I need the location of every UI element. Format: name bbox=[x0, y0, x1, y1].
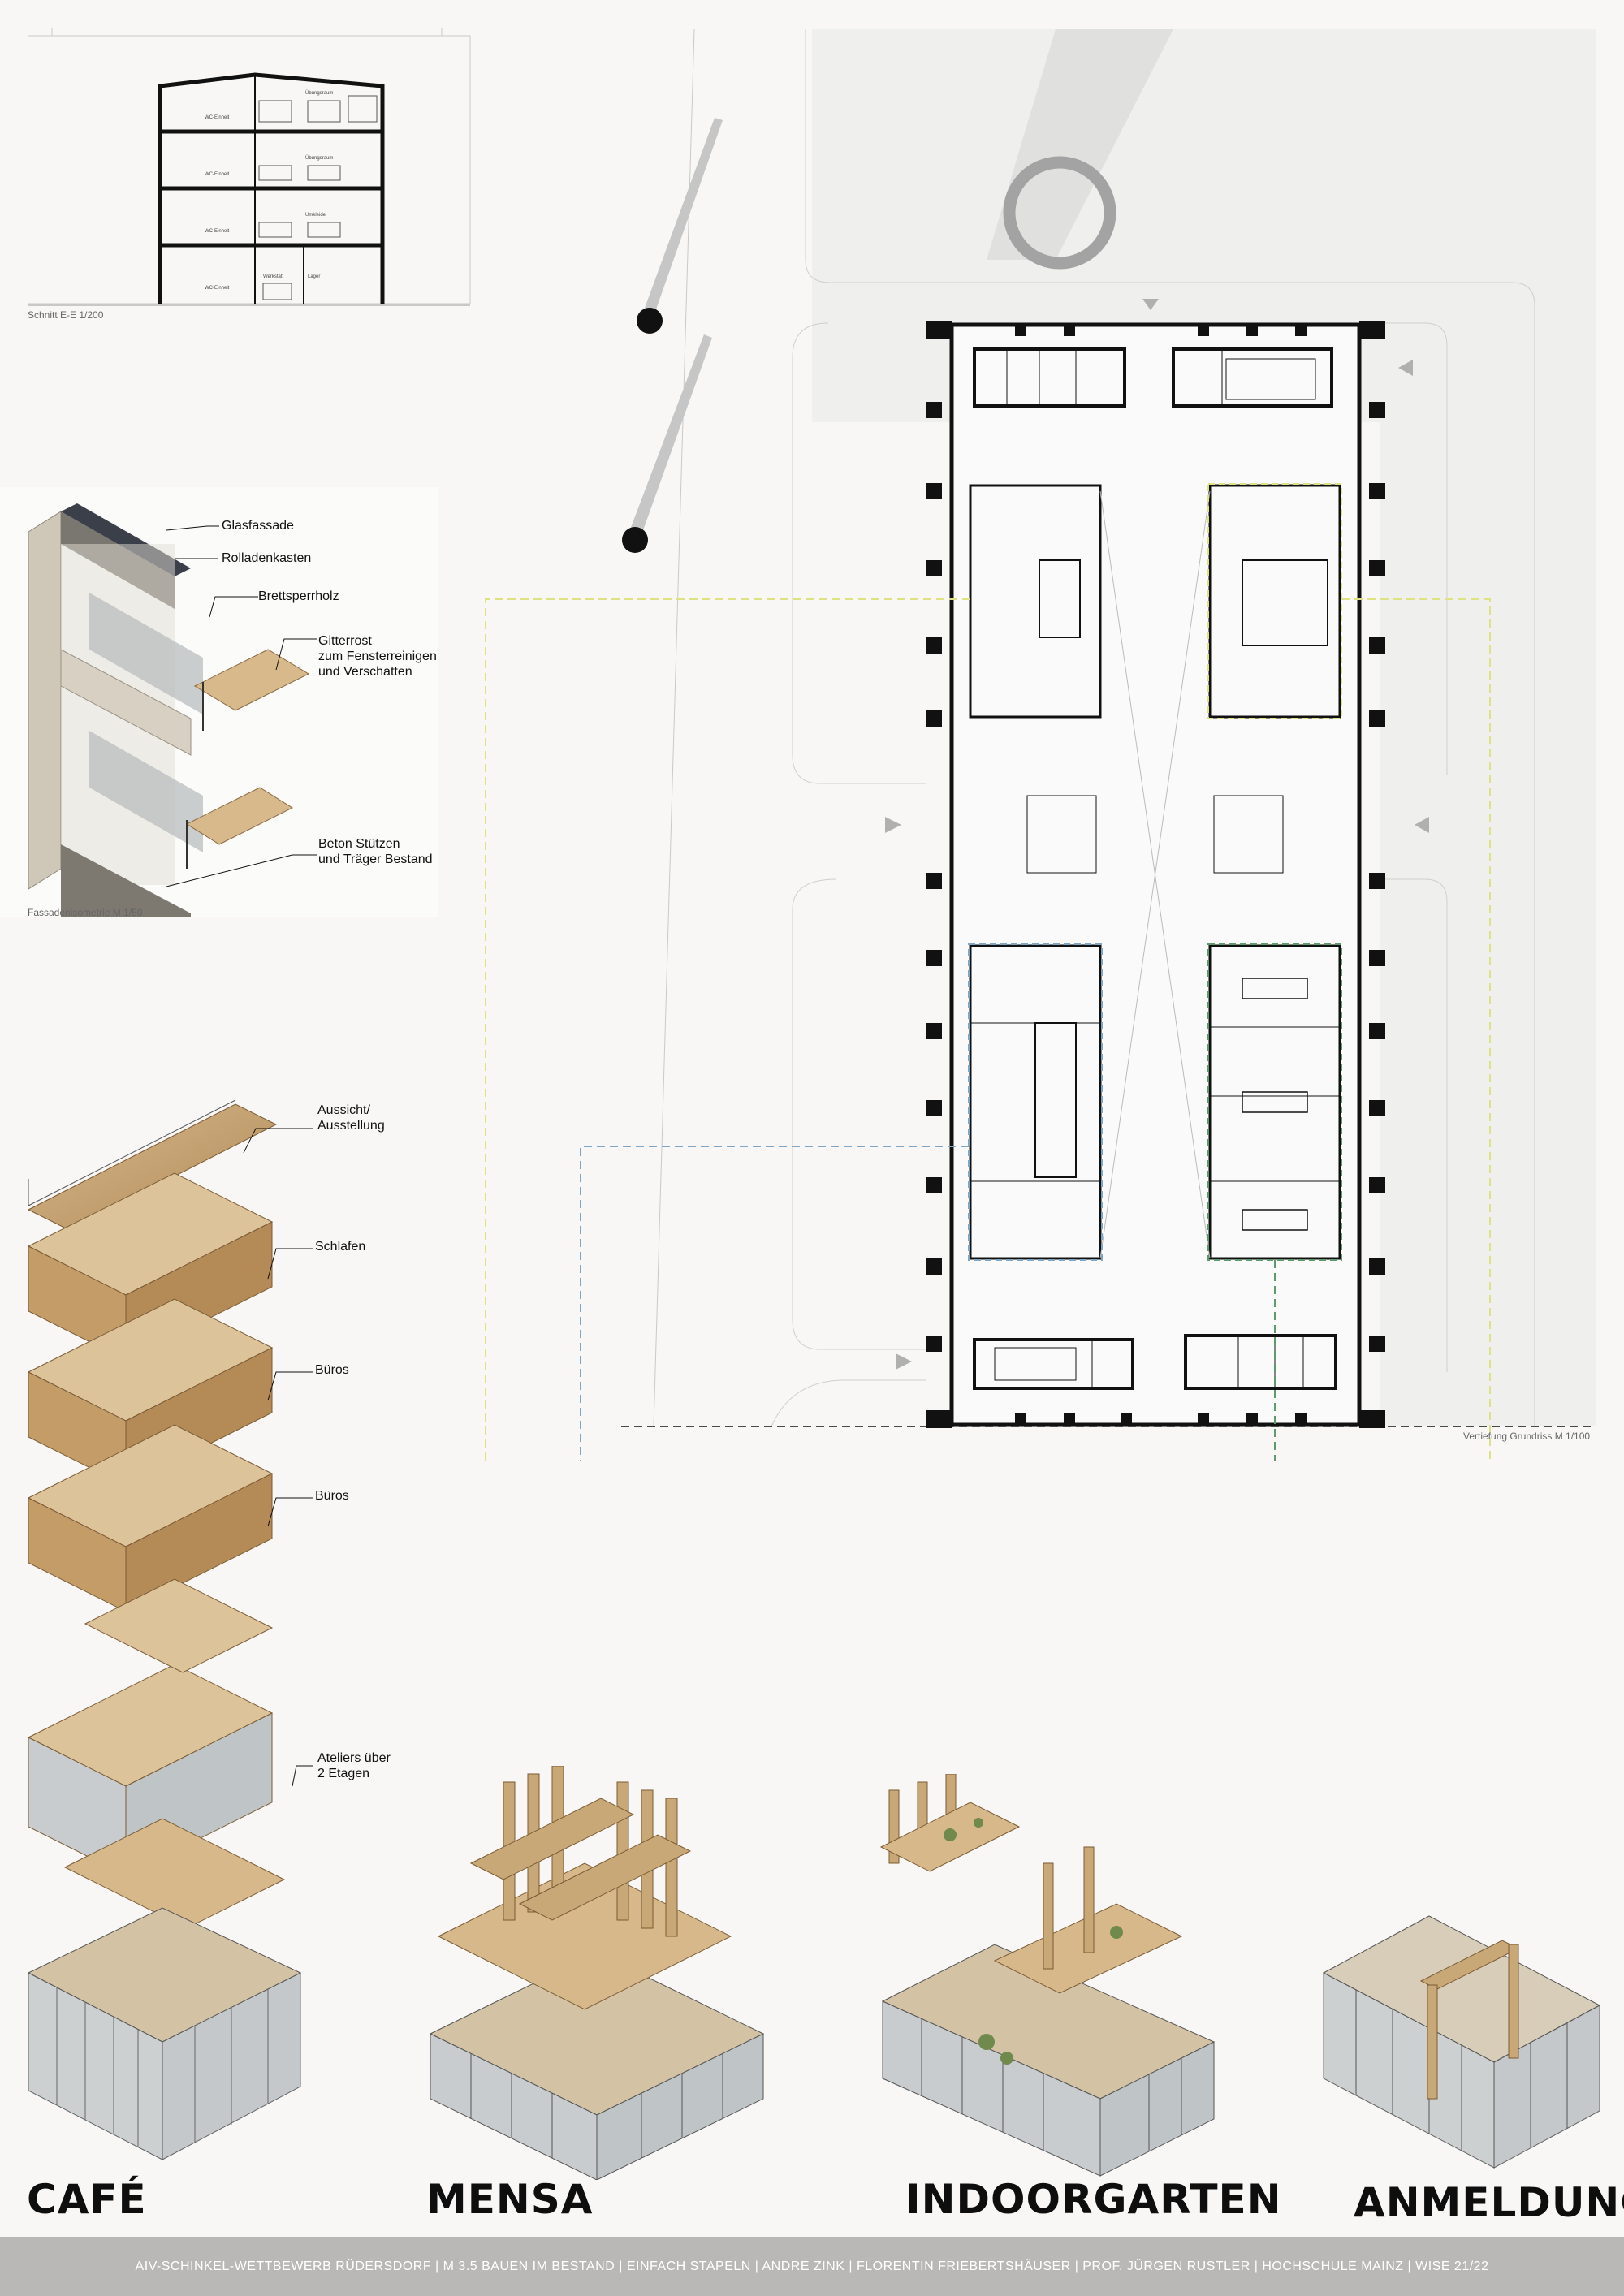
footer-credits: AIV-SCHINKEL-WETTBEWERB RÜDERSDORF | M 3… bbox=[135, 2259, 1489, 2273]
facade-label-concrete: Beton Stützen und Träger Bestand bbox=[318, 837, 433, 866]
module-title-indoorgarten: INDOORGARTEN bbox=[905, 2176, 1282, 2223]
section-room-label: Werkstatt bbox=[263, 274, 284, 279]
section-room-label: WC-Einheit bbox=[205, 172, 230, 177]
anmeldung-axonometric bbox=[1315, 1892, 1608, 2176]
stack-label-view: Aussicht/ Ausstellung bbox=[317, 1103, 385, 1133]
stack-label-sleep: Schlafen bbox=[315, 1240, 366, 1254]
section-drawing: Übungsraum WC-Einheit Übungsraum WC-Einh… bbox=[27, 27, 474, 308]
facade-isometry: Glasfassade Rolladenkasten Brettsperrhol… bbox=[0, 487, 438, 917]
section-room-label: WC-Einheit bbox=[205, 286, 230, 291]
mensa-axonometric bbox=[422, 1765, 780, 2181]
facade-label-glass: Glasfassade bbox=[222, 519, 294, 533]
section-room-label: Umkleide bbox=[305, 213, 326, 218]
plan-caption: Vertiefung Grundriss M 1/100 bbox=[1463, 1431, 1591, 1442]
section-room-label: Übungsraum bbox=[305, 90, 333, 96]
footer-bar: AIV-SCHINKEL-WETTBEWERB RÜDERSDORF | M 3… bbox=[0, 2237, 1624, 2296]
indoorgarten-axonometric bbox=[873, 1773, 1230, 2180]
facade-label-shutter: Rolladenkasten bbox=[222, 551, 312, 565]
stack-label-ateliers: Ateliers über 2 Etagen bbox=[317, 1751, 391, 1780]
module-title-mensa: MENSA bbox=[426, 2176, 594, 2223]
facade-label-grate: Gitterrost zum Fensterreinigen und Versc… bbox=[318, 634, 437, 679]
section-room-label: Übungsraum bbox=[305, 155, 333, 161]
stack-axonometric: Aussicht/ Ausstellung Schlafen Büros Bür… bbox=[0, 1072, 455, 2176]
facade-label-clt: Brettsperrholz bbox=[258, 589, 339, 603]
stack-label-office-1: Büros bbox=[315, 1363, 349, 1377]
section-room-label: Lager bbox=[308, 274, 320, 279]
section-room-label: WC-Einheit bbox=[205, 115, 230, 120]
facade-caption: Fassadenisometrie M 1/50 bbox=[28, 907, 143, 918]
section-room-label: WC-Einheit bbox=[205, 229, 230, 234]
module-title-anmeldung: ANMELDUNG bbox=[1354, 2179, 1624, 2226]
stack-label-office-2: Büros bbox=[315, 1489, 349, 1503]
module-title-cafe: CAFÉ bbox=[27, 2176, 147, 2223]
section-caption: Schnitt E-E 1/200 bbox=[28, 309, 104, 321]
